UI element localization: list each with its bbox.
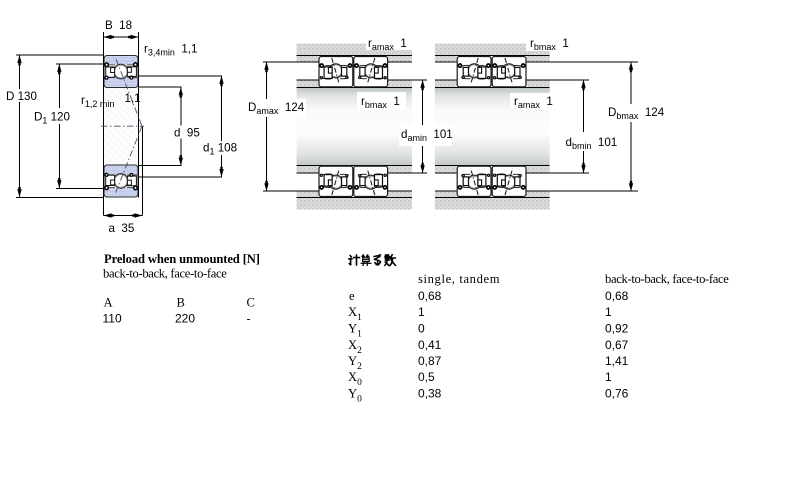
svg-text:110: 110 — [103, 312, 122, 326]
svg-text:Y0: Y0 — [348, 387, 362, 405]
svg-text:d1 108: d1 108 — [203, 142, 237, 157]
svg-text:X1: X1 — [348, 305, 362, 323]
svg-text:back-to-back, face-to-face: back-to-back, face-to-face — [605, 272, 729, 286]
svg-text:0,41: 0,41 — [418, 338, 442, 352]
svg-text:1,1: 1,1 — [125, 92, 141, 105]
svg-text:single, tandem: single, tandem — [418, 272, 500, 286]
svg-text:1: 1 — [418, 305, 425, 319]
svg-text:0,67: 0,67 — [605, 338, 629, 352]
svg-text:0,68: 0,68 — [605, 289, 629, 303]
svg-text:Y1: Y1 — [348, 322, 362, 340]
svg-text:1: 1 — [605, 370, 612, 384]
svg-text:0,68: 0,68 — [418, 289, 442, 303]
svg-text:0,87: 0,87 — [418, 354, 442, 368]
svg-text:0,92: 0,92 — [605, 322, 629, 336]
svg-text:D1 120: D1 120 — [34, 111, 70, 126]
svg-text:D 130: D 130 — [6, 90, 37, 103]
svg-text:C: C — [247, 296, 255, 310]
svg-text:0,5: 0,5 — [418, 370, 435, 384]
svg-text:B: B — [177, 296, 185, 310]
svg-text:0,76: 0,76 — [605, 387, 629, 401]
svg-text:Preload when unmounted [N]: Preload when unmounted [N] — [104, 252, 260, 266]
svg-text:220: 220 — [175, 312, 195, 326]
svg-text:0,38: 0,38 — [418, 387, 442, 401]
svg-text:rbmax 1: rbmax 1 — [530, 37, 569, 52]
svg-text:d 95: d 95 — [174, 127, 200, 140]
svg-text:-: - — [247, 312, 251, 326]
svg-text:a 35: a 35 — [109, 222, 135, 235]
svg-text:0: 0 — [418, 322, 425, 336]
svg-text:r3,4min 1,1: r3,4min 1,1 — [144, 43, 197, 58]
svg-text:X0: X0 — [348, 370, 362, 388]
svg-text:B 18: B 18 — [105, 19, 132, 32]
svg-text:A: A — [104, 296, 113, 310]
svg-text:1,41: 1,41 — [605, 354, 629, 368]
svg-text:e: e — [349, 289, 355, 303]
svg-text:1: 1 — [605, 305, 612, 319]
svg-text:back-to-back, face-to-face: back-to-back, face-to-face — [103, 267, 227, 281]
